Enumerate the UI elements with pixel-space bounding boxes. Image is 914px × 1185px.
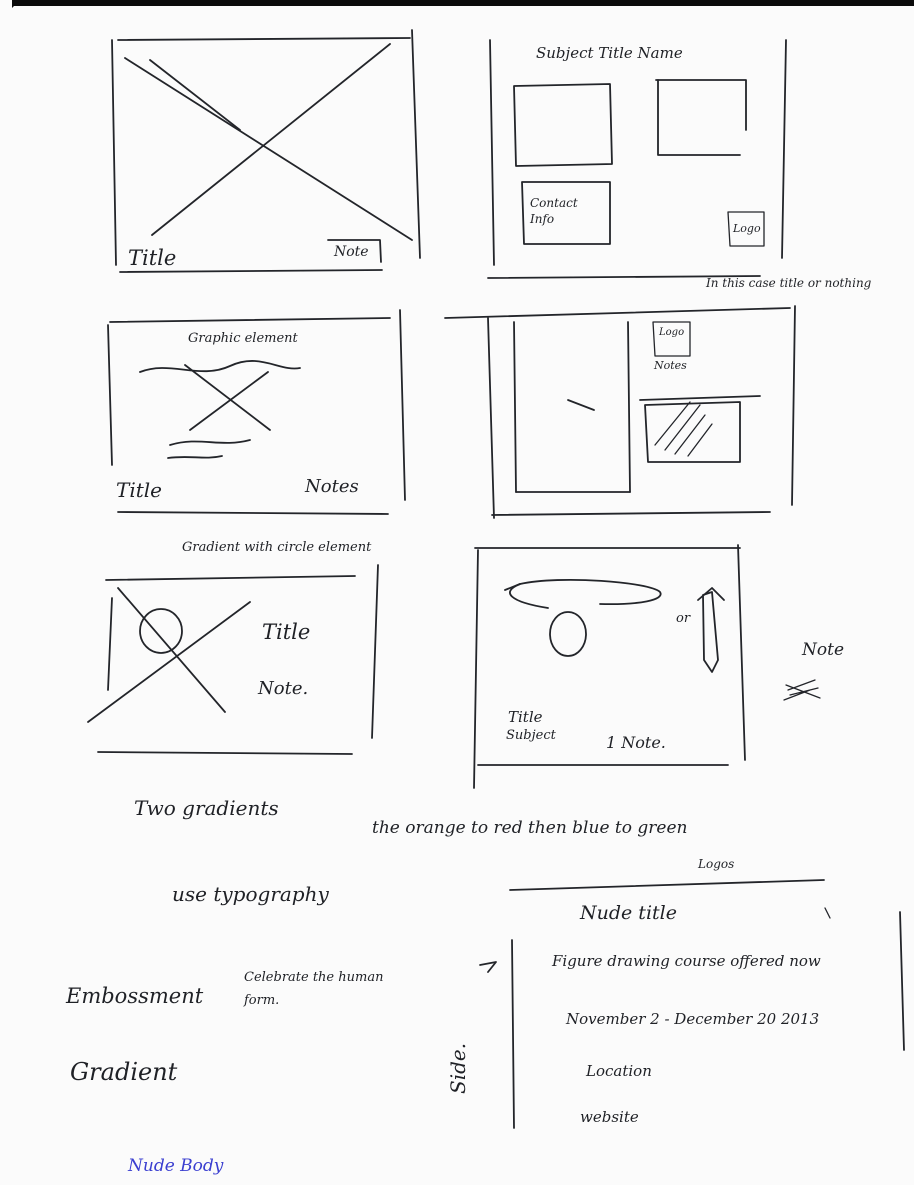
sketch-2-header: Subject Title Name (536, 46, 683, 61)
poster-title: Nude title (580, 904, 677, 923)
poster-line-4: website (580, 1110, 639, 1125)
sketch-6-note: 1 Note. (606, 735, 666, 751)
sketch-2-logo: Logo (733, 223, 761, 234)
sketch-4-lines (445, 306, 795, 518)
note-logos: Logos (698, 858, 734, 870)
sketch-5-title: Title (262, 622, 310, 643)
sketch-6-side-note: Note (802, 642, 844, 659)
poster-side-label: Side. (448, 1043, 468, 1094)
sketch-1-lines (112, 30, 420, 272)
note-gradients: Two gradients (134, 798, 279, 818)
sketch-2-contact: Contact Info (530, 196, 590, 227)
poster-lines (480, 880, 904, 1128)
sketch-2-lines (488, 40, 786, 278)
note-celebrate: Celebrate the human form. (244, 966, 394, 1013)
sketch-5-label: Gradient with circle element (182, 541, 371, 554)
note-gradient: Gradient (70, 1060, 177, 1084)
note-typography: use typography (172, 884, 329, 904)
sketch-6-subject: Subject (506, 729, 556, 742)
sketch-6-title: Title (508, 710, 543, 725)
sketch-5-lines (88, 565, 378, 754)
sketch-6-or: or (676, 612, 690, 625)
sketch-5-note: Note. (258, 680, 308, 698)
poster-line-1: Figure drawing course offered now (552, 954, 821, 969)
note-colors: the orange to red then blue to green (372, 820, 687, 837)
sketch-4-notes: Notes (654, 360, 687, 371)
note-emboss: Embossment (66, 986, 203, 1007)
note-blue: Nude Body (128, 1158, 223, 1175)
sketch-4-logo: Logo (659, 328, 684, 338)
sketch-1-note: Note (334, 245, 369, 259)
sketch-2-side-note: In this case title or nothing (706, 272, 881, 295)
sketch-1-title: Title (128, 248, 176, 269)
poster-line-2: November 2 - December 20 2013 (566, 1012, 819, 1027)
poster-line-3: Location (586, 1064, 652, 1079)
sketch-3-label: Graphic element (188, 332, 298, 345)
sketch-3-note: Notes (305, 478, 359, 496)
sketch-3-title: Title (116, 480, 162, 500)
